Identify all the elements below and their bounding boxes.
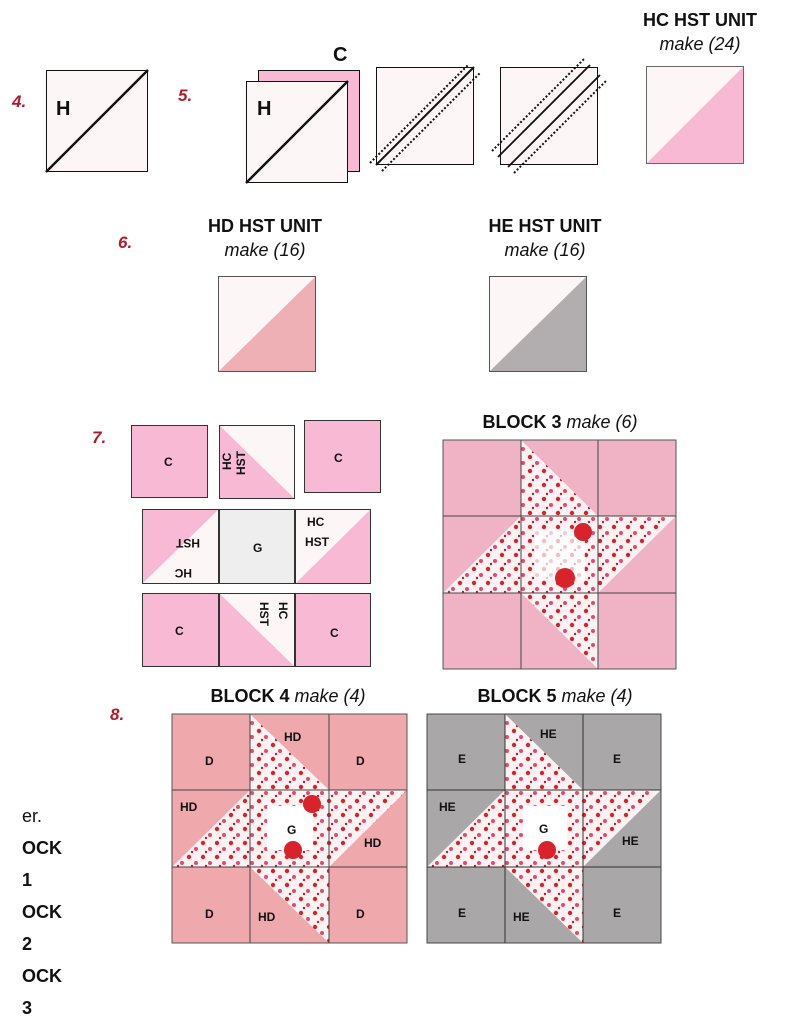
hc-unit-header: HC HST UNIT make (24): [620, 8, 780, 56]
label-g-layout: G: [253, 541, 263, 555]
layout-g-center: [219, 509, 295, 584]
layout-hc-top-fill: [220, 426, 294, 498]
b5-e-tl: E: [458, 752, 467, 766]
label-c-step5: C: [333, 44, 348, 66]
step-4: 4.: [12, 92, 27, 111]
side-text-line1: OCK 1: [22, 838, 62, 890]
side-text-fragment: er. OCK 1 OCK 2 OCK 3: [0, 800, 76, 1024]
block4-make: make (4): [294, 686, 366, 706]
side-text-line0: er.: [22, 806, 43, 826]
hc-unit-make: make (24): [659, 34, 741, 54]
b5-he-top: HE: [540, 727, 557, 741]
b5-e-br: E: [613, 906, 622, 920]
label-hst-right: HST: [305, 535, 329, 549]
b5-he-right: HE: [622, 834, 639, 848]
block5-title: BLOCK 5: [477, 686, 557, 706]
he-hst-fill: [490, 277, 586, 371]
label-hc-left: HC: [174, 566, 192, 580]
label-c-3: C: [175, 624, 184, 638]
b4-d-bl: D: [205, 907, 214, 921]
b5-he-left: HE: [439, 800, 456, 814]
label-c-1: C: [164, 455, 173, 469]
label-hst-bottom: HST: [257, 602, 271, 626]
label-hc-top: HC: [220, 452, 234, 470]
step-8: 8.: [110, 705, 125, 724]
block5-make: make (4): [561, 686, 633, 706]
b4-hd-left: HD: [180, 800, 198, 814]
hd-unit-header: HD HST UNIT make (16): [190, 214, 340, 262]
b4-hd-top: HD: [284, 730, 302, 744]
layout-c-top-left: [131, 425, 208, 498]
label-hst-top: HST: [234, 451, 248, 475]
block4-title: BLOCK 4: [210, 686, 290, 706]
block5-header: BLOCK 5 make (4): [440, 684, 670, 708]
diagonal-line-step4: [45, 69, 149, 173]
label-h-step4: H: [56, 98, 71, 120]
label-c-2: C: [334, 451, 343, 465]
block5-quilt: [426, 713, 662, 944]
layout-hc-right-fill: [296, 510, 370, 583]
label-hst-left: HST: [176, 536, 200, 550]
label-c-4: C: [330, 626, 339, 640]
hd-unit-make: make (16): [224, 240, 306, 260]
hc-hst-fill: [647, 67, 743, 163]
b5-he-bottom: HE: [513, 910, 530, 924]
layout-c-bottom-right: [295, 593, 371, 667]
cut-lines: [491, 58, 607, 174]
b4-d-tr: D: [356, 754, 365, 768]
b4-d-br: D: [356, 907, 365, 921]
stitch-lines: [369, 64, 481, 172]
hd-hst-fill: [219, 277, 315, 371]
b5-g: G: [539, 822, 549, 836]
layout-c-top-right: [304, 420, 381, 493]
block3-make: make (6): [566, 412, 638, 432]
hd-unit-title: HD HST UNIT: [208, 216, 322, 236]
hc-unit-title: HC HST UNIT: [643, 10, 757, 30]
he-unit-header: HE HST UNIT make (16): [470, 214, 620, 262]
b4-d-tl: D: [205, 754, 214, 768]
label-hc-right: HC: [307, 515, 325, 529]
block4-quilt: [171, 713, 408, 944]
b4-g: G: [287, 823, 297, 837]
side-text-line3: OCK 3: [22, 966, 62, 1018]
b5-e-tr: E: [613, 752, 622, 766]
he-unit-make: make (16): [504, 240, 586, 260]
block3-title: BLOCK 3: [482, 412, 562, 432]
layout-hc-bottom-fill: [220, 594, 294, 666]
b4-hd-right: HD: [364, 836, 382, 850]
he-unit-title: HE HST UNIT: [488, 216, 602, 236]
square-cut: [500, 67, 598, 165]
step-5: 5.: [178, 86, 193, 105]
block3-quilt: [442, 439, 677, 670]
label-h-step5: H: [257, 98, 272, 120]
block4-header: BLOCK 4 make (4): [178, 684, 398, 708]
b5-e-bl: E: [458, 906, 467, 920]
diagonal-line-step5: [245, 80, 349, 184]
step-7: 7.: [92, 428, 107, 447]
side-text-line2: OCK 2: [22, 902, 62, 954]
layout-hc-left-fill: [143, 510, 218, 583]
step-6: 6.: [118, 233, 133, 252]
label-hc-bottom: HC: [276, 602, 290, 620]
b4-hd-bottom: HD: [258, 910, 276, 924]
layout-c-bottom-left: [142, 593, 219, 667]
block3-header: BLOCK 3 make (6): [440, 410, 680, 434]
